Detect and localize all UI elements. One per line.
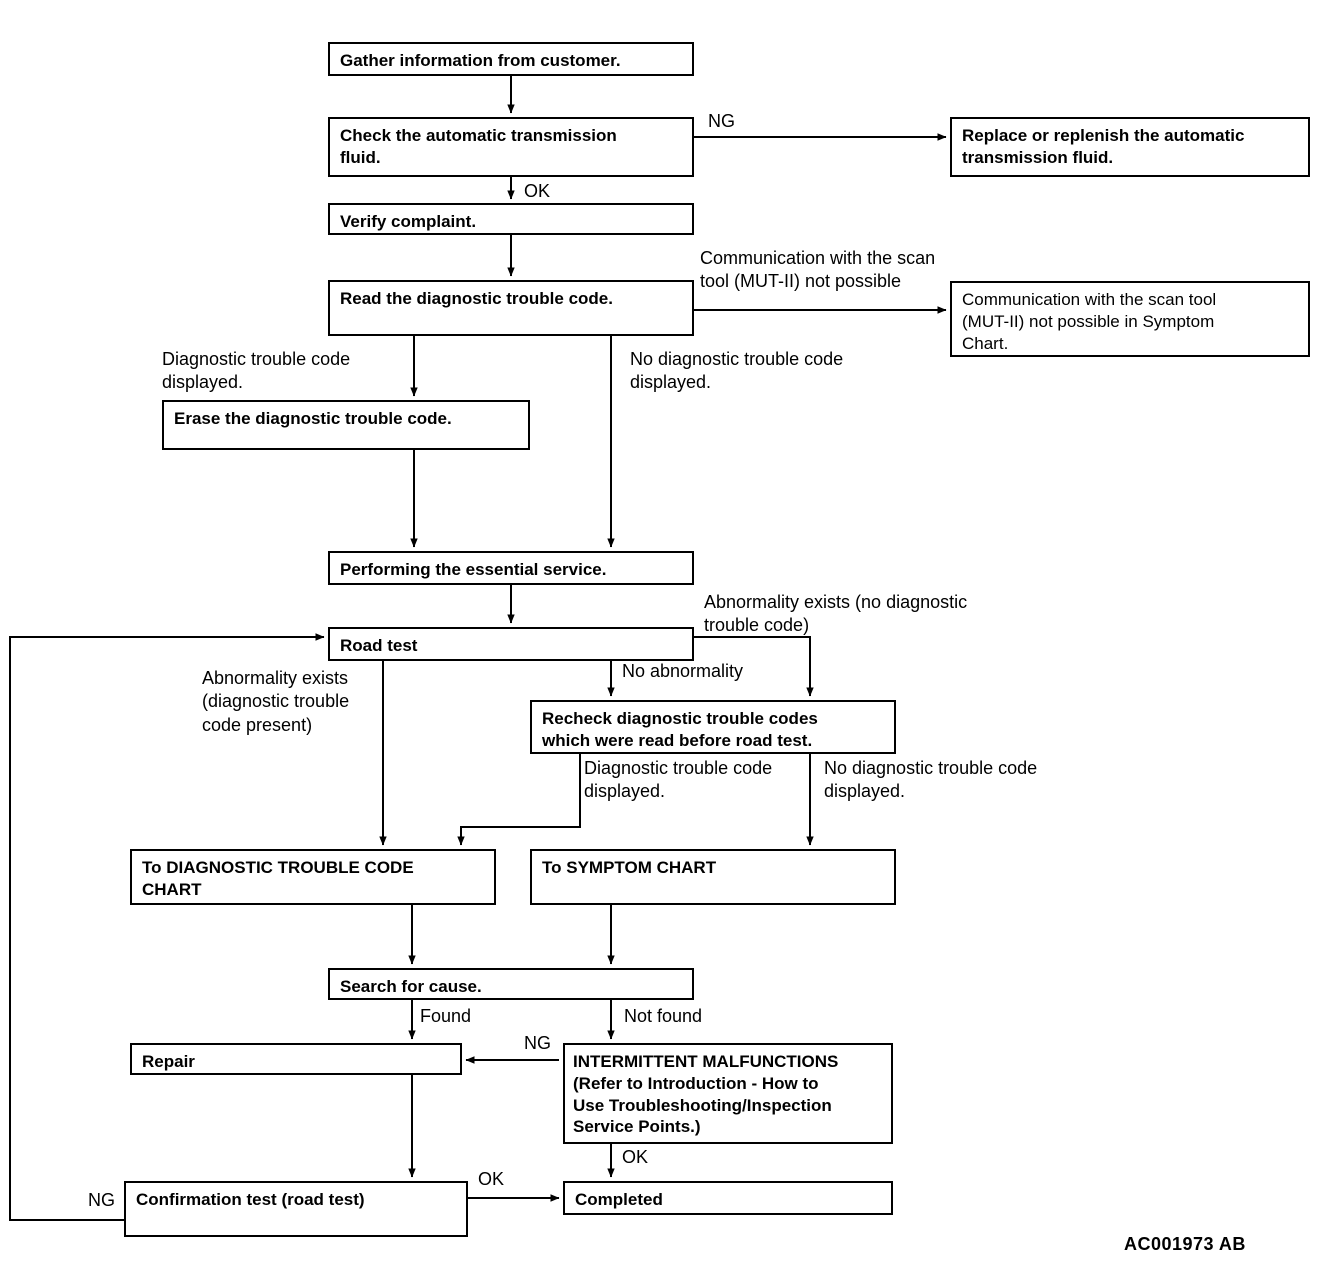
edge-label-abnormality-dtc-present: Abnormality exists (diagnostic trouble c… [202, 668, 350, 735]
node-completed[interactable]: Completed [563, 1181, 893, 1215]
node-label: Completed [575, 1190, 663, 1209]
figure-code: AC001973 AB [1124, 1234, 1246, 1254]
node-search-for-cause[interactable]: Search for cause. [328, 968, 694, 1000]
node-label: Confirmation test (road test) [136, 1190, 365, 1209]
node-label: Gather information from customer. [340, 51, 621, 70]
edge-confirmation-ng-loop [9, 633, 325, 1221]
edge-label-no-dtc-displayed-2: No diagnostic trouble code displayed. [824, 758, 1038, 802]
edge-roadtest-abn-to-recheck [694, 636, 814, 697]
edge-label-no-abnormality: No abnormality [622, 661, 744, 681]
edge-label-ok-intermittent: OK [622, 1147, 649, 1167]
node-label: Road test [340, 636, 418, 655]
node-label: Read the diagnostic trouble code. [340, 289, 613, 308]
node-to-symptom-chart[interactable]: To SYMPTOM CHART [530, 849, 896, 905]
node-label: Communication with the scan tool (MUT-II… [962, 290, 1217, 353]
node-performing-essential-service[interactable]: Performing the essential service. [328, 551, 694, 585]
node-recheck-diagnostic-trouble-codes[interactable]: Recheck diagnostic trouble codes which w… [530, 700, 896, 754]
node-erase-diagnostic-trouble-code[interactable]: Erase the diagnostic trouble code. [162, 400, 530, 450]
node-verify-complaint[interactable]: Verify complaint. [328, 203, 694, 235]
node-gather-information[interactable]: Gather information from customer. [328, 42, 694, 76]
node-label: Performing the essential service. [340, 560, 607, 579]
node-repair[interactable]: Repair [130, 1043, 462, 1075]
edge-label-ok-confirmation: OK [478, 1169, 505, 1189]
edge-label-ok-fluid: OK [524, 181, 551, 201]
node-road-test[interactable]: Road test [328, 627, 694, 661]
node-to-diagnostic-trouble-code-chart[interactable]: To DIAGNOSTIC TROUBLE CODE CHART [130, 849, 496, 905]
edge-label-not-found: Not found [624, 1006, 703, 1026]
edge-label-dtc-displayed-1: Diagnostic trouble code displayed. [162, 349, 351, 393]
node-label: INTERMITTENT MALFUNCTIONS (Refer to Intr… [573, 1052, 839, 1137]
edge-label-no-dtc-displayed-1: No diagnostic trouble code displayed. [630, 349, 844, 393]
node-label: Recheck diagnostic trouble codes which w… [542, 709, 818, 750]
edge-label-ng-fluid: NG [708, 111, 735, 131]
edge-label-ng-repair: NG [524, 1033, 551, 1053]
edge-label-ng-confirmation: NG [88, 1190, 115, 1210]
edge-label-found: Found [420, 1006, 472, 1026]
node-label: Replace or replenish the automatic trans… [962, 126, 1245, 167]
node-label: To DIAGNOSTIC TROUBLE CODE CHART [142, 858, 414, 899]
node-label: Verify complaint. [340, 212, 477, 231]
node-check-fluid[interactable]: Check the automatic transmission fluid. [328, 117, 694, 177]
node-label: Repair [142, 1052, 195, 1071]
node-label: Check the automatic transmission fluid. [340, 126, 617, 167]
edge-label-communication-not-possible: Communication with the scan tool (MUT-II… [700, 248, 936, 292]
node-communication-symptom-chart[interactable]: Communication with the scan tool (MUT-II… [950, 281, 1310, 357]
node-intermittent-malfunctions[interactable]: INTERMITTENT MALFUNCTIONS (Refer to Intr… [563, 1043, 893, 1144]
edge-recheck-to-dtcchart [457, 754, 581, 846]
node-read-diagnostic-trouble-code[interactable]: Read the diagnostic trouble code. [328, 280, 694, 336]
node-label: To SYMPTOM CHART [542, 858, 717, 877]
node-replace-fluid[interactable]: Replace or replenish the automatic trans… [950, 117, 1310, 177]
edge-label-abnormality-no-dtc: Abnormality exists (no diagnostic troubl… [704, 592, 968, 636]
node-confirmation-test[interactable]: Confirmation test (road test) [124, 1181, 468, 1237]
edge-label-dtc-displayed-2: Diagnostic trouble code displayed. [584, 758, 773, 802]
node-label: Search for cause. [340, 977, 482, 996]
node-label: Erase the diagnostic trouble code. [174, 409, 452, 428]
